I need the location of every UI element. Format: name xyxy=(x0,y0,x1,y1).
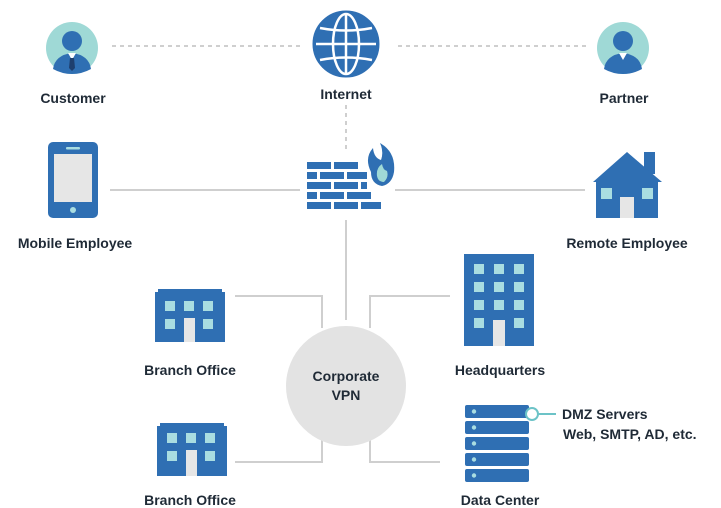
partner-label: Partner xyxy=(599,90,649,106)
branch-office-bottom-label: Branch Office xyxy=(144,492,236,508)
office-building-icon xyxy=(155,289,225,342)
customer-icon xyxy=(46,22,98,74)
globe-icon xyxy=(312,10,380,78)
office-building-icon xyxy=(157,423,227,476)
mobile-employee-label: Mobile Employee xyxy=(17,235,133,251)
internet-label: Internet xyxy=(320,86,372,102)
phone-icon xyxy=(48,142,98,218)
corporate-vpn-line1: Corporate xyxy=(312,368,380,384)
branch-office-top-label: Branch Office xyxy=(144,362,236,378)
connection-lines xyxy=(110,45,588,463)
dmz-servers-detail-label: Web, SMTP, AD, etc. xyxy=(563,426,697,442)
house-icon xyxy=(593,152,662,218)
partner-icon xyxy=(597,22,649,74)
tower-building-icon xyxy=(464,254,534,346)
headquarters-label: Headquarters xyxy=(454,362,546,378)
corporate-vpn-hub xyxy=(286,326,406,446)
server-rack-icon xyxy=(465,405,556,482)
customer-label: Customer xyxy=(40,90,106,106)
data-center-label: Data Center xyxy=(460,492,540,508)
dmz-servers-label: DMZ Servers xyxy=(562,406,648,422)
firewall-icon xyxy=(307,143,395,209)
corporate-vpn-line2: VPN xyxy=(331,387,361,403)
remote-employee-label: Remote Employee xyxy=(566,235,688,251)
corporate-vpn-label: Corporate VPN xyxy=(296,367,396,405)
